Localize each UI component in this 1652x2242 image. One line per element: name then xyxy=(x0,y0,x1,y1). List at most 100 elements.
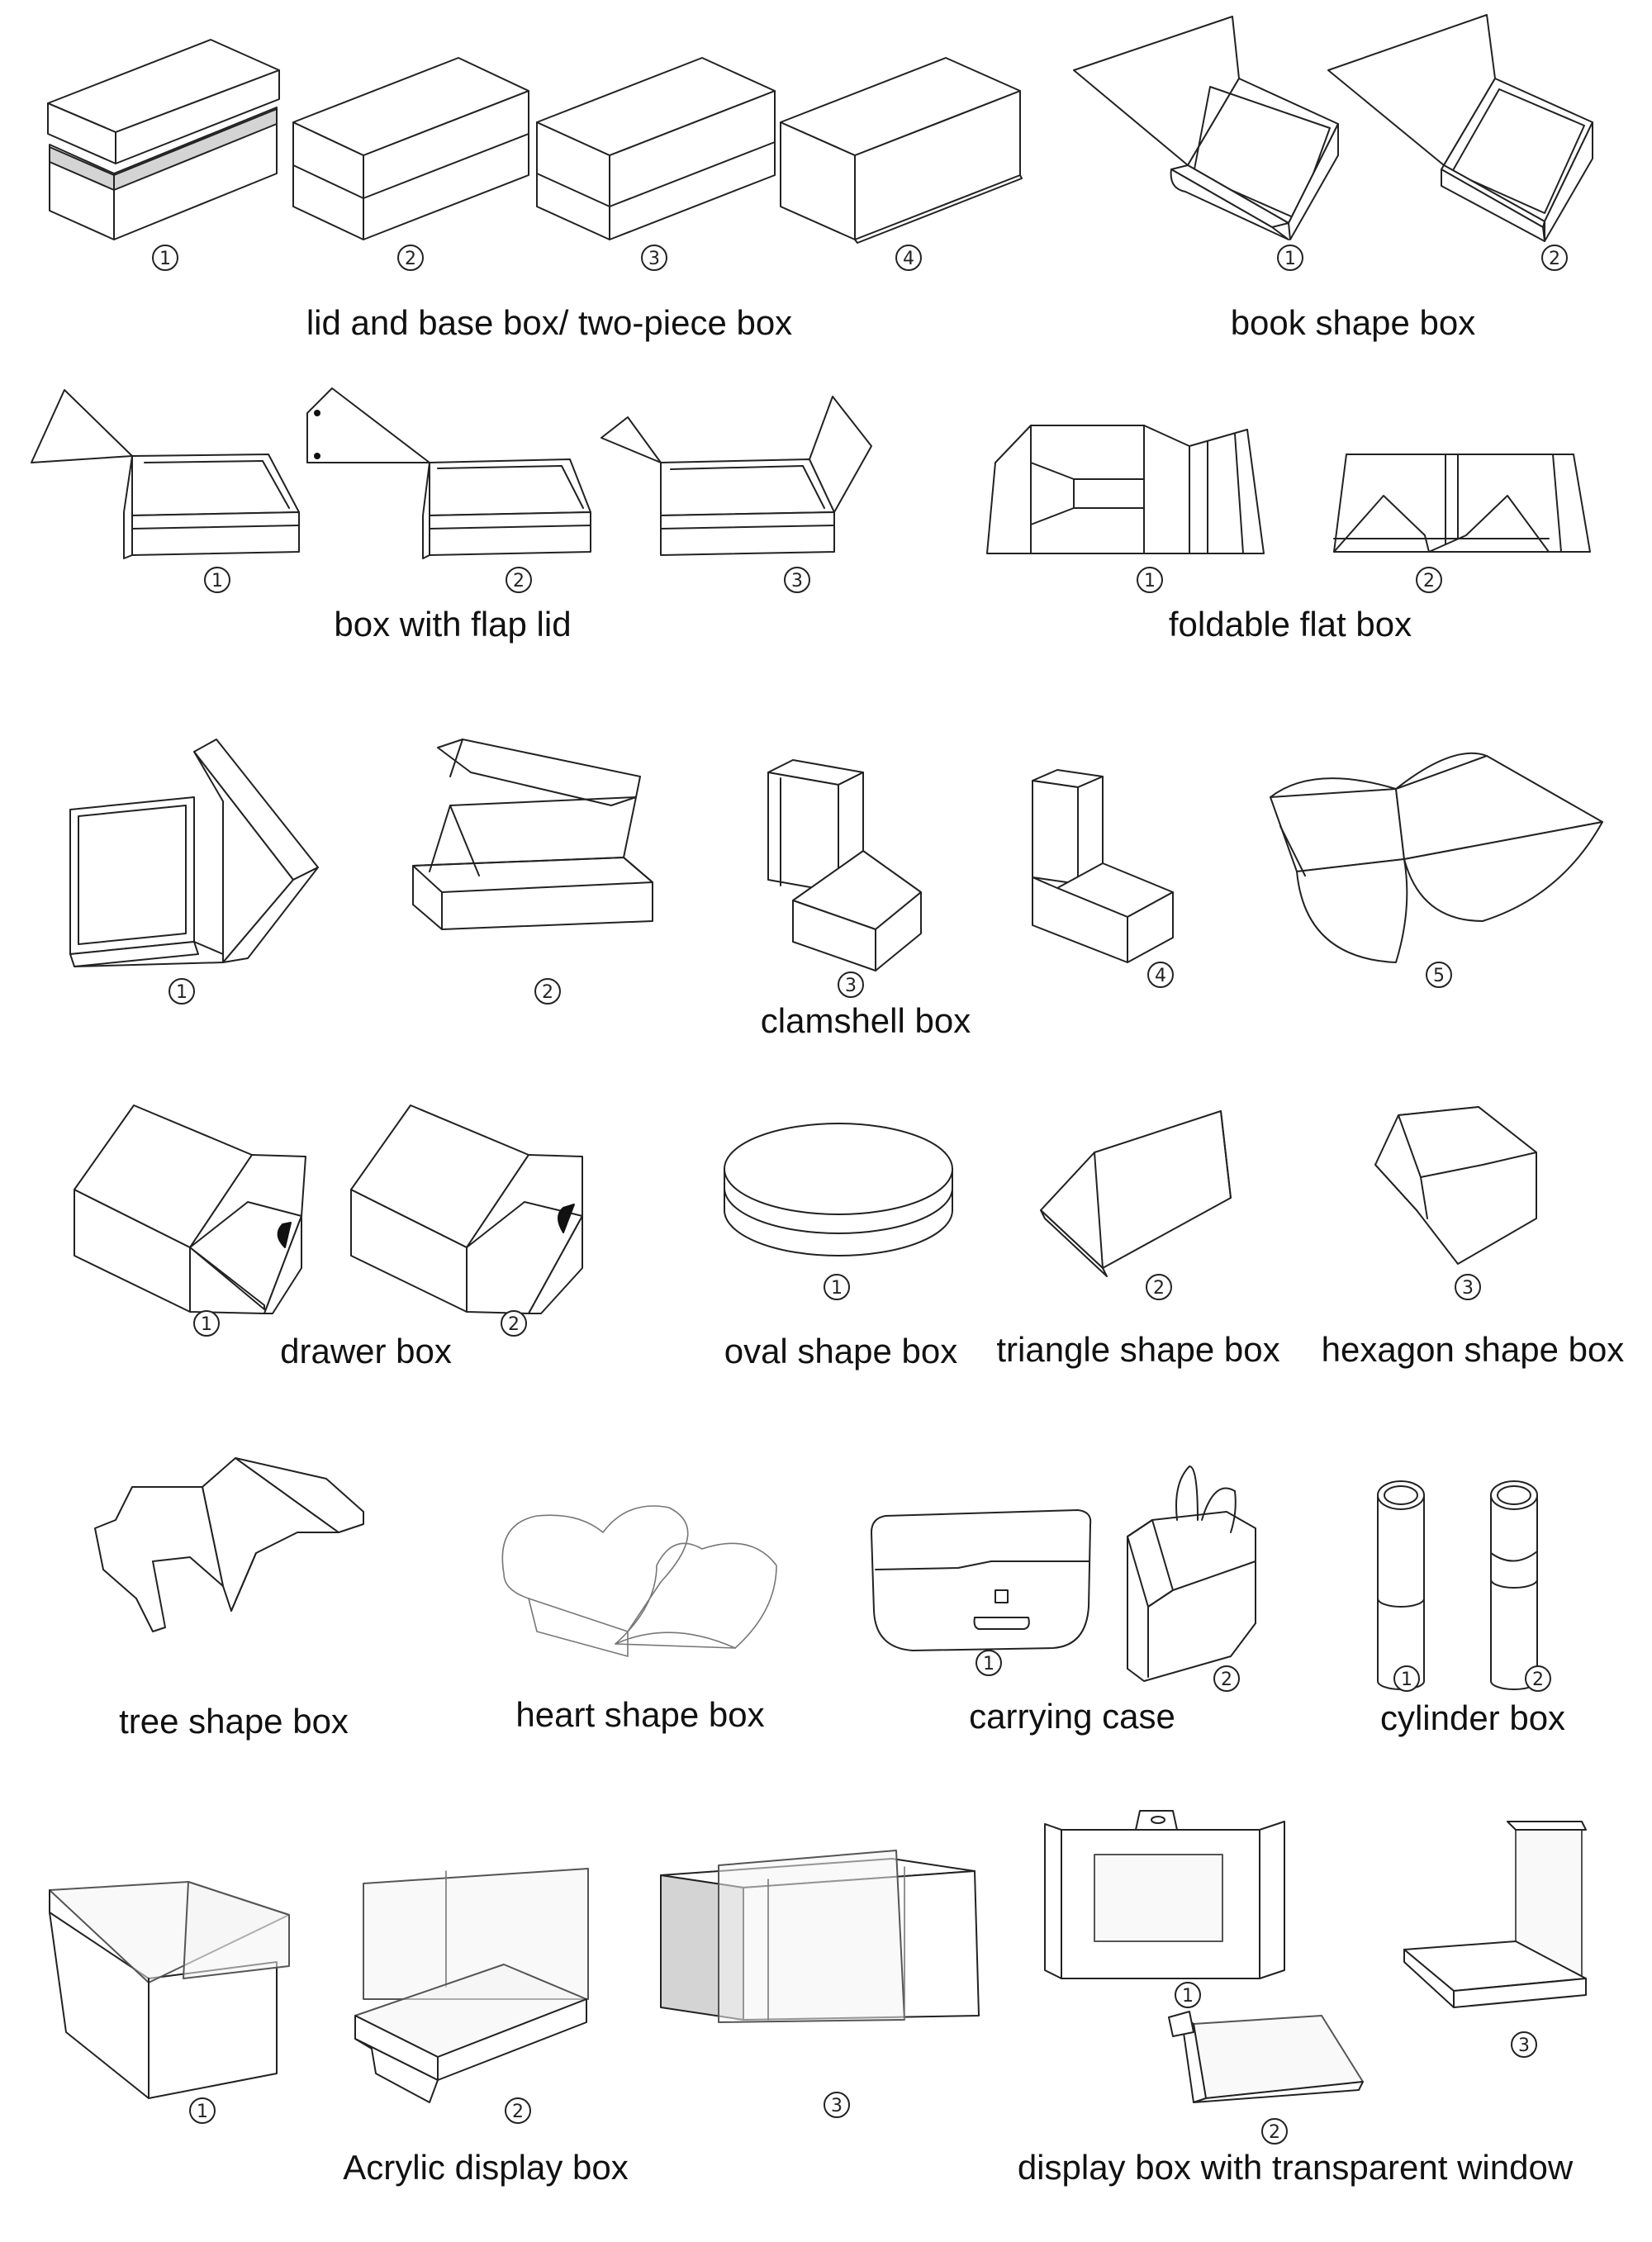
number-drawer-1: 1 xyxy=(193,1310,220,1337)
caption-tree: tree shape box xyxy=(119,1702,349,1741)
caption-heart: heart shape box xyxy=(515,1695,764,1734)
caption-oval: oval shape box xyxy=(724,1332,958,1370)
number-fold-1: 1 xyxy=(1137,567,1163,593)
svg-text:3: 3 xyxy=(831,2096,843,2116)
caption-clamshell: clamshell box xyxy=(761,1001,971,1040)
svg-text:1: 1 xyxy=(197,2102,208,2122)
drawer-box-2 xyxy=(350,1104,583,1314)
cylinder-box-2 xyxy=(1490,1480,1538,1690)
number-clam-4: 4 xyxy=(1147,962,1174,988)
oval-shape-box xyxy=(724,1123,953,1256)
number-carry-1: 1 xyxy=(976,1650,1002,1676)
clamshell-box-3 xyxy=(767,759,922,971)
number-oval-1: 1 xyxy=(824,1274,850,1300)
carrying-case-2 xyxy=(1127,1465,1256,1682)
lid-base-box-1 xyxy=(47,39,280,240)
svg-text:2: 2 xyxy=(542,982,553,1003)
drawer-box-1 xyxy=(74,1104,306,1314)
tree-shape-box xyxy=(94,1457,364,1632)
acrylic-display-box-1 xyxy=(49,1881,290,2099)
number-fold-2: 2 xyxy=(1416,567,1442,593)
number-triangle-2: 2 xyxy=(1146,1274,1172,1300)
caption-cylinder: cylinder box xyxy=(1380,1698,1565,1737)
clamshell-box-5 xyxy=(1270,752,1603,963)
number-flap-1: 1 xyxy=(204,567,230,593)
svg-text:1: 1 xyxy=(1284,249,1296,269)
clamshell-box-2 xyxy=(412,739,653,930)
svg-text:1: 1 xyxy=(201,1314,212,1335)
foldable-flat-box-1 xyxy=(986,425,1265,554)
clamshell-box-1 xyxy=(69,739,319,967)
number-lid-1: 1 xyxy=(152,245,178,271)
svg-text:1: 1 xyxy=(831,1278,843,1299)
svg-text:3: 3 xyxy=(1462,1278,1474,1299)
svg-text:5: 5 xyxy=(1433,966,1445,986)
heart-shape-box xyxy=(501,1505,777,1657)
number-acrylic-3: 3 xyxy=(824,2092,850,2118)
caption-flap: box with flap lid xyxy=(334,605,571,644)
svg-text:2: 2 xyxy=(508,1314,520,1335)
caption-drawer: drawer box xyxy=(280,1332,452,1370)
window-display-box-2 xyxy=(1168,2011,1364,2103)
svg-text:2: 2 xyxy=(1532,1670,1544,1690)
svg-text:2: 2 xyxy=(512,2102,524,2122)
flap-lid-box-1 xyxy=(31,389,300,559)
number-clam-2: 2 xyxy=(534,978,561,1005)
svg-text:1: 1 xyxy=(1401,1670,1412,1690)
caption-foldable: foldable flat box xyxy=(1169,605,1412,644)
hexagon-shape-box xyxy=(1374,1106,1537,1265)
number-lid-2: 2 xyxy=(397,245,424,271)
caption-acrylic: Acrylic display box xyxy=(343,2148,628,2187)
foldable-flat-box-2 xyxy=(1333,454,1591,553)
svg-text:1: 1 xyxy=(176,982,188,1003)
number-acrylic-2: 2 xyxy=(505,2097,531,2124)
acrylic-display-box-3 xyxy=(660,1850,980,2023)
svg-text:3: 3 xyxy=(791,571,803,591)
number-cyl-1: 1 xyxy=(1393,1665,1420,1692)
svg-text:2: 2 xyxy=(405,249,416,269)
number-clam-3: 3 xyxy=(838,971,864,998)
clamshell-box-4 xyxy=(1032,769,1174,963)
number-lid-4: 4 xyxy=(895,245,922,271)
svg-text:3: 3 xyxy=(648,249,660,269)
cylinder-box-1 xyxy=(1377,1480,1425,1690)
svg-text:1: 1 xyxy=(1144,571,1156,591)
caption-triangle: triangle shape box xyxy=(996,1330,1279,1369)
number-drawer-2: 2 xyxy=(501,1310,527,1337)
book-shape-box-1 xyxy=(1073,16,1339,240)
book-shape-box-2 xyxy=(1327,14,1593,242)
caption-lid-base: lid and base box/ two-piece box xyxy=(306,303,792,342)
acrylic-display-box-2 xyxy=(354,1868,589,2103)
caption-hexagon: hexagon shape box xyxy=(1322,1330,1625,1369)
carrying-case-1 xyxy=(871,1509,1092,1651)
svg-text:1: 1 xyxy=(159,249,171,269)
svg-text:1: 1 xyxy=(983,1654,995,1674)
number-window-1: 1 xyxy=(1175,1982,1201,2008)
svg-text:2: 2 xyxy=(1269,2122,1280,2143)
number-hexagon-3: 3 xyxy=(1455,1274,1481,1300)
number-flap-3: 3 xyxy=(784,567,810,593)
number-cyl-2: 2 xyxy=(1525,1665,1551,1692)
number-flap-2: 2 xyxy=(506,567,532,593)
lid-base-box-2 xyxy=(292,57,529,240)
number-book-2: 2 xyxy=(1541,245,1568,271)
svg-text:2: 2 xyxy=(1423,571,1435,591)
svg-text:4: 4 xyxy=(1155,966,1166,986)
flap-lid-box-2 xyxy=(306,387,591,559)
number-lid-3: 3 xyxy=(641,245,667,271)
svg-text:2: 2 xyxy=(1221,1670,1232,1690)
svg-text:1: 1 xyxy=(211,571,223,591)
svg-text:3: 3 xyxy=(1518,2035,1530,2056)
number-window-2: 2 xyxy=(1261,2118,1288,2145)
triangle-shape-box xyxy=(1040,1110,1232,1277)
svg-text:1: 1 xyxy=(1182,1986,1194,2007)
caption-book: book shape box xyxy=(1231,303,1476,342)
svg-text:2: 2 xyxy=(513,571,525,591)
window-display-box-1 xyxy=(1044,1810,1285,1979)
svg-text:2: 2 xyxy=(1153,1278,1165,1299)
caption-window: display box with transparent window xyxy=(1018,2148,1574,2187)
svg-text:2: 2 xyxy=(1549,249,1560,269)
number-clam-5: 5 xyxy=(1426,962,1452,988)
number-carry-2: 2 xyxy=(1213,1665,1240,1692)
